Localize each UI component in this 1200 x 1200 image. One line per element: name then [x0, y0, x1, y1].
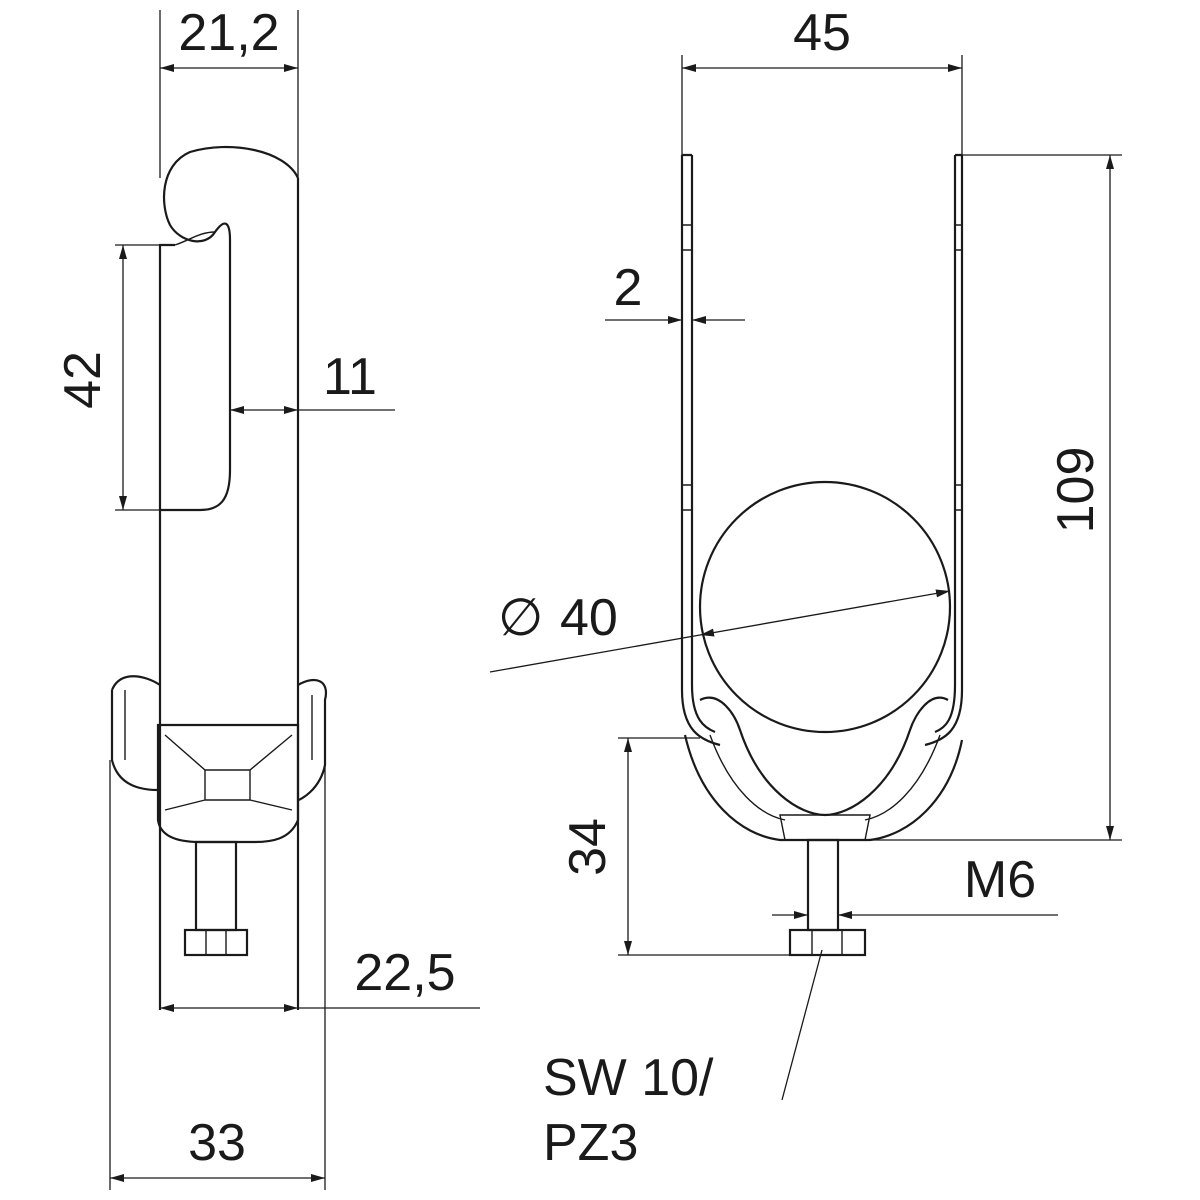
dimension-base-width: 33 — [109, 760, 326, 1190]
side-clamp — [110, 675, 328, 957]
dimension-thickness: 2 — [605, 259, 745, 324]
dim-label-width-top: 21,2 — [178, 4, 279, 62]
front-view: 45 2 ∅ 40 109 34 M6 — [489, 4, 1122, 1172]
front-clamp — [683, 696, 964, 957]
dim-label-base-width: 33 — [188, 1114, 246, 1172]
dim-label-base-height: 34 — [559, 818, 617, 876]
dimension-cable-diameter: ∅ 40 — [489, 589, 951, 673]
dimension-inner-width: 22,5 — [160, 944, 480, 1012]
cable-circle — [698, 480, 952, 734]
side-view: 21,2 42 11 22,5 33 — [54, 4, 480, 1190]
dimension-hook-depth: 11 — [230, 348, 395, 414]
dimension-overall-width: 45 — [681, 4, 963, 155]
dimension-hook-height: 42 — [54, 244, 160, 511]
dim-label-inner-width: 22,5 — [354, 944, 455, 1002]
dim-label-hook-depth: 11 — [323, 348, 377, 406]
drive-label-line2: PZ3 — [543, 1114, 638, 1172]
diameter-symbol: ∅ — [498, 589, 543, 647]
drive-callout: SW 10/ PZ3 — [543, 949, 823, 1172]
dimension-overall-height: 109 — [870, 154, 1122, 841]
hook-outline — [158, 145, 300, 1010]
dim-label-cable-diameter: 40 — [560, 589, 618, 647]
dimension-base-height: 34 — [559, 737, 790, 956]
dim-label-hook-height: 42 — [54, 351, 112, 409]
dim-label-overall-height: 109 — [1047, 447, 1105, 534]
dim-label-thread: M6 — [964, 851, 1036, 909]
dim-label-overall-width: 45 — [793, 4, 851, 62]
dimension-thread: M6 — [772, 851, 1058, 919]
dimension-width-top: 21,2 — [159, 4, 299, 178]
dim-label-thickness: 2 — [614, 259, 643, 317]
u-bracket — [680, 153, 964, 747]
drive-label-line1: SW 10/ — [543, 1049, 714, 1107]
